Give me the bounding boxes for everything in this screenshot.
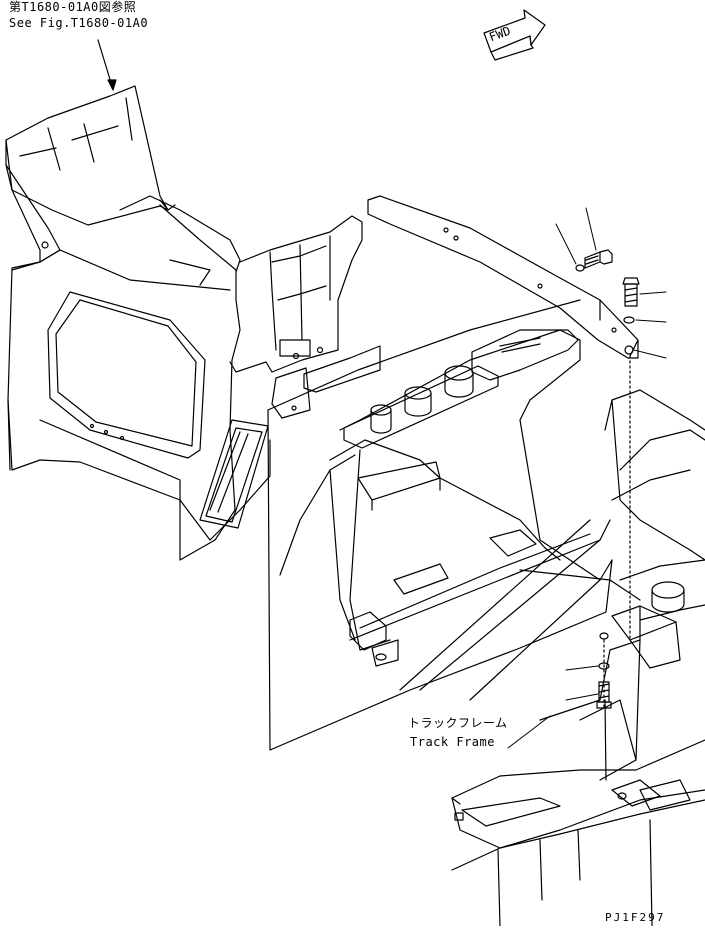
washer-upper (576, 265, 584, 271)
washer-lower (599, 663, 609, 669)
track-frame-label-en: Track Frame (410, 735, 495, 749)
callout-leaders (508, 208, 666, 748)
drawing-code: PJ1F297 (605, 911, 666, 924)
main-frame-assembly (268, 196, 705, 926)
washer-vertical (624, 317, 634, 323)
fwd-arrow-icon (484, 10, 545, 60)
reference-leader (98, 40, 116, 90)
bolt-upper (585, 250, 612, 268)
track-frame-label-jp: トラックフレーム (408, 716, 508, 730)
bolt-vertical (623, 278, 639, 306)
reference-note-en: See Fig.T1680-01A0 (9, 16, 149, 30)
fasteners (576, 250, 639, 708)
reference-note-jp: 第T1680-01A0図参照 (9, 0, 137, 14)
nut-lower (600, 633, 608, 639)
bolt-lower (597, 682, 611, 708)
left-housing-assembly (6, 86, 380, 560)
